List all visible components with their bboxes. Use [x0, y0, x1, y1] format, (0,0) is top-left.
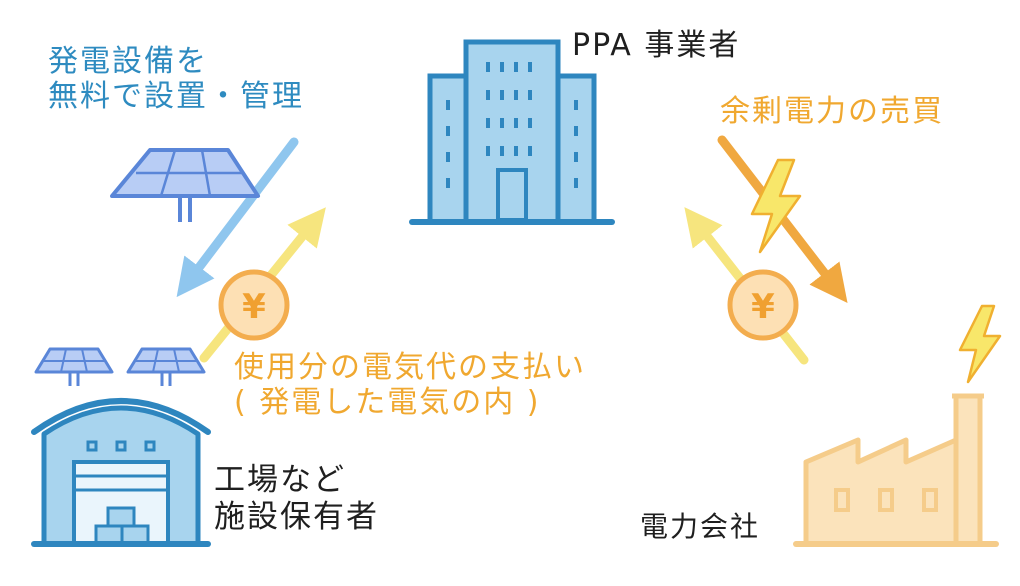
- yen-coin-icon: ¥: [218, 269, 290, 341]
- equipment-supply-label: 発電設備を 無料で設置・管理: [48, 44, 304, 115]
- equipment-supply-line2: 無料で設置・管理: [48, 79, 304, 115]
- lightning-icon: [750, 158, 802, 254]
- equipment-supply-line1: 発電設備を: [48, 44, 208, 79]
- solar-panel-icon: [110, 148, 260, 222]
- surplus-trade-label: 余剰電力の売買: [720, 94, 944, 129]
- power-plant-icon: [793, 393, 999, 547]
- equipment-supply-arrow: [176, 137, 299, 298]
- lightning-icon: [958, 304, 1002, 384]
- payment-label: 使用分の電気代の支払い ( 発電した電気の内 ): [234, 350, 586, 421]
- solar-panel-icon: [126, 347, 206, 386]
- solar-panel-icon: [34, 347, 114, 386]
- factory-building-icon: [31, 398, 211, 547]
- ppa-operator-label: PPA 事業者: [572, 28, 741, 63]
- utility-company-label: 電力会社: [640, 510, 761, 543]
- facility-owner-line1: 工場など: [214, 462, 346, 498]
- facility-owner-label: 工場など 施設保有者: [214, 462, 379, 535]
- payment-line2: ( 発電した電気の内 ): [234, 385, 541, 421]
- yen-coin-icon: ¥: [727, 269, 799, 341]
- facility-owner-line2: 施設保有者: [214, 498, 379, 535]
- yen-symbol: ¥: [751, 287, 775, 327]
- yen-symbol: ¥: [242, 287, 266, 327]
- ppa-building-icon: [409, 39, 615, 225]
- payment-line1: 使用分の電気代の支払い: [234, 350, 586, 385]
